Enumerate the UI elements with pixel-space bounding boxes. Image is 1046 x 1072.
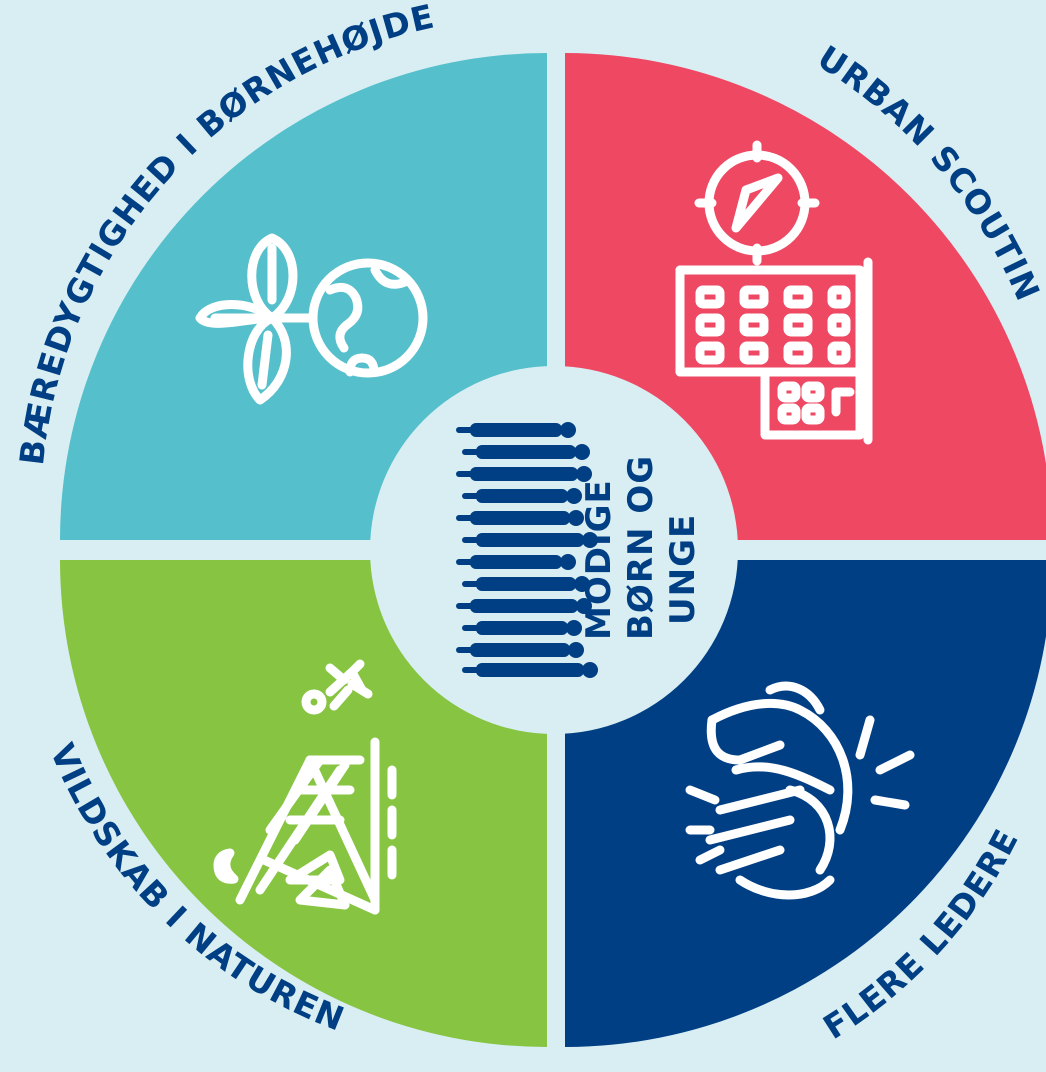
child-head — [560, 422, 576, 438]
child-silhouette — [476, 621, 568, 635]
quadrant-bottom-right — [565, 560, 1046, 1047]
forest-runner-icon — [213, 659, 397, 915]
child-head — [568, 510, 584, 526]
child-arm — [462, 449, 484, 455]
quadrant-bottom-left — [60, 560, 547, 1047]
center-line-2: BØRN OG — [621, 455, 661, 640]
child-arm — [462, 625, 484, 631]
child-head — [566, 620, 582, 636]
compass-building-icon — [675, 140, 873, 445]
child-arm — [456, 647, 478, 653]
center-line-3: UNGE — [663, 514, 703, 625]
child-silhouette — [470, 467, 578, 481]
child-arm — [462, 667, 484, 673]
plant-globe-icon — [195, 233, 428, 405]
child-silhouette — [470, 423, 562, 437]
child-head — [574, 444, 590, 460]
child-head — [582, 532, 598, 548]
child-head — [560, 554, 576, 570]
child-arm — [462, 493, 484, 499]
child-silhouette — [470, 643, 570, 657]
child-arm — [462, 537, 484, 543]
child-head — [576, 598, 592, 614]
child-head — [576, 466, 592, 482]
center-circle — [370, 366, 738, 734]
child-silhouette — [476, 663, 584, 677]
children-silhouette-group — [456, 422, 598, 678]
child-arm — [456, 471, 478, 477]
child-head — [568, 642, 584, 658]
center-title: MODIGE BØRN OG UNGE — [579, 455, 703, 640]
quadrant-top-left — [60, 53, 547, 540]
child-arm — [456, 427, 478, 433]
child-arm — [456, 515, 478, 521]
child-silhouette — [470, 511, 570, 525]
child-silhouette — [470, 555, 562, 569]
child-arm — [456, 603, 478, 609]
child-silhouette — [476, 489, 568, 503]
center-line-1: MODIGE — [579, 479, 619, 640]
child-head — [574, 576, 590, 592]
child-silhouette — [476, 533, 584, 547]
child-arm — [456, 559, 478, 565]
child-silhouette — [476, 577, 576, 591]
child-arm — [462, 581, 484, 587]
child-head — [566, 488, 582, 504]
child-silhouette — [470, 599, 578, 613]
child-silhouette — [476, 445, 576, 459]
child-head — [582, 662, 598, 678]
clapping-hands-icon — [685, 681, 915, 900]
